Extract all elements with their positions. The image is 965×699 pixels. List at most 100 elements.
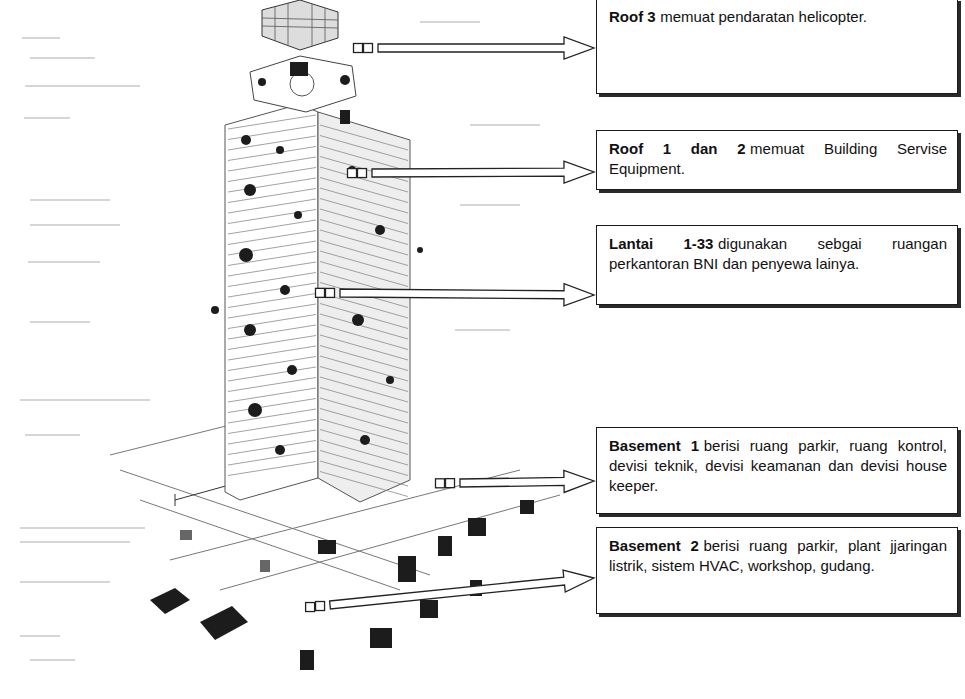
floor-line [320,356,408,381]
equipment [375,225,385,235]
faint-annotation [420,21,480,23]
faint-annotations [20,22,540,660]
floor-line [228,136,316,150]
hatch-line [288,3,289,45]
floor-line [228,273,316,287]
floor-line [228,126,316,140]
marker-square [306,603,315,612]
hatch-line [325,8,326,42]
equipment [386,376,394,384]
equipment [398,556,416,582]
floor-line [228,430,316,444]
tower-left-face [225,104,318,500]
hollow-arrow [340,284,594,306]
equipment [417,247,423,253]
floor-line [320,409,408,434]
marker-square [364,44,373,53]
faint-annotation [470,124,540,126]
equipment-blobs [211,62,423,455]
basement-equipment [150,500,534,670]
floor-line [320,430,408,455]
faint-annotation [22,37,60,39]
floor-line [320,335,408,360]
floor-line [320,209,408,234]
equipment [290,62,308,76]
floor-line [320,461,408,486]
floor-line [320,262,408,287]
callout-box: Basement 2berisi ruang parkir, plant jja… [596,527,958,614]
floor-line [320,136,408,161]
callout-heading: Roof 1 dan 2 [609,140,746,157]
floor-line [228,168,316,182]
floor-line [228,304,316,318]
equipment [258,78,266,86]
faint-annotation [30,57,95,59]
equipment [239,248,253,262]
callout-heading: Roof 3 [609,8,656,25]
callout-heading: Lantai 1-33 [609,235,713,252]
floor-line [228,409,316,423]
equipment [294,211,302,219]
faint-annotation [20,527,145,529]
equipment [420,600,438,618]
floor-line [320,188,408,213]
callout-text: Roof 3memuat pendaratan helicopter. [609,7,947,27]
callout-arrows [306,37,594,612]
floor-line [320,220,408,245]
equipment [275,445,285,455]
hatch-line [312,4,313,46]
floor-line [228,462,316,476]
hollow-arrow [330,570,594,609]
floor-line [228,420,316,434]
floor-line [320,367,408,392]
equipment [468,518,486,536]
floor-line [228,315,316,329]
floor-line [320,377,408,402]
callout-box: Basement 1berisi ruang parkir, ruang kon… [596,427,958,514]
floor-line [228,157,316,171]
floor-line [320,146,408,171]
equipment [150,588,190,614]
floor-line [228,283,316,297]
site-line [220,495,560,590]
floor-line [228,367,316,381]
roof-hatch [262,3,338,46]
faint-annotation [455,329,510,331]
floor-line [228,451,316,465]
floor-line [320,388,408,413]
equipment [248,403,262,417]
faint-annotation [30,224,120,226]
floor-line [228,115,316,129]
equipment [520,500,534,514]
callout-body: memuat pendaratan helicopter. [660,8,867,25]
floor-line [228,178,316,192]
marker-square [348,169,357,178]
faint-annotation [20,581,110,583]
equipment [340,110,350,124]
equipment [287,365,297,375]
roof-platform [250,56,356,112]
equipment [370,628,392,648]
floor-line [228,357,316,371]
floor-line [320,251,408,276]
floor-line [320,230,408,255]
floor-line [320,178,408,203]
equipment [360,435,370,445]
floor-line [320,325,408,350]
tower [211,0,423,502]
equipment [438,536,452,556]
floor-line [228,262,316,276]
faint-annotation [28,261,100,263]
floor-line [228,399,316,413]
marker-square [316,288,325,297]
floor-line [320,304,408,329]
floor-line [320,398,408,423]
floor-line [228,325,316,339]
floor-line [228,388,316,402]
callout-box: Roof 1 dan 2memuat Building Servise Equi… [596,130,958,190]
floor-line [320,472,408,497]
faint-annotation [20,635,60,637]
equipment [340,75,350,85]
hatch-line [262,26,338,28]
